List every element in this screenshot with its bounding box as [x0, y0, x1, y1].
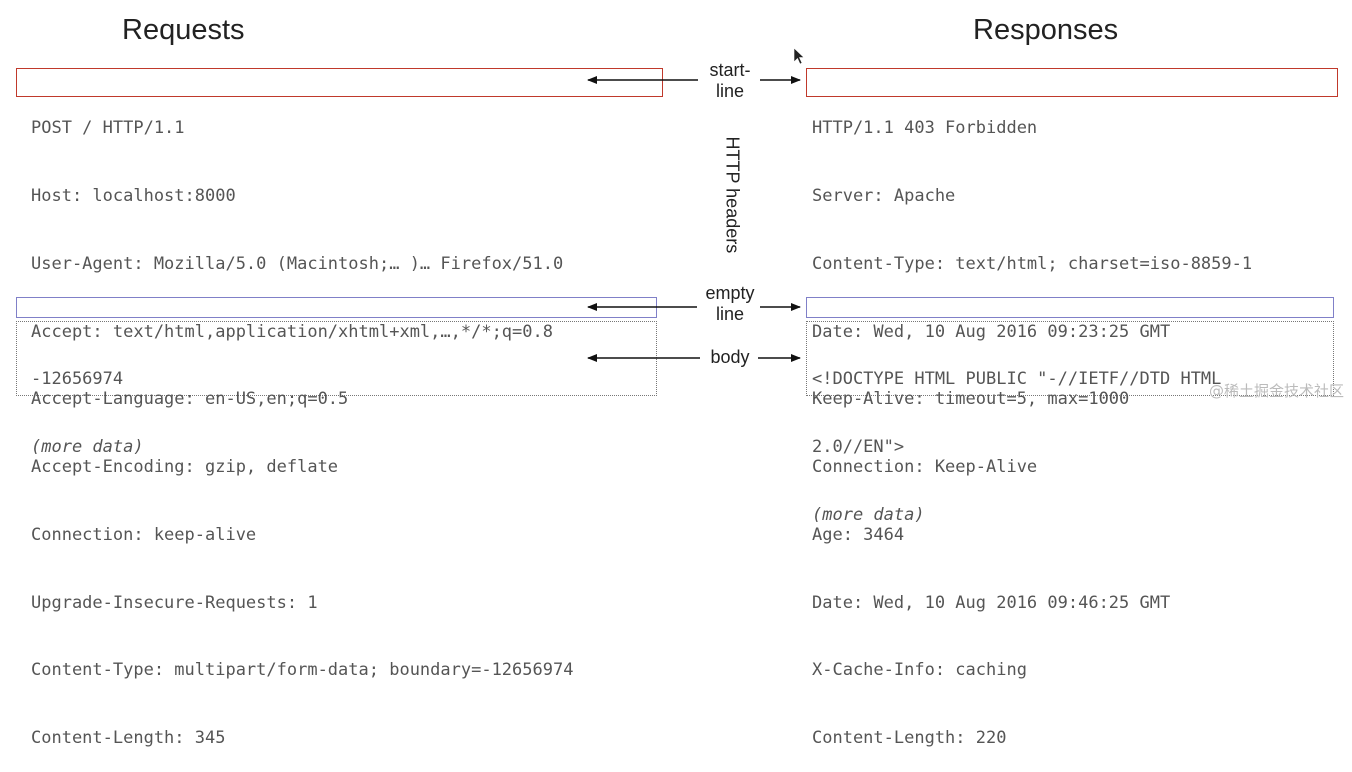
request-header: Content-Type: multipart/form-data; bound…	[31, 660, 574, 681]
response-header: Date: Wed, 10 Aug 2016 09:46:25 GMT	[812, 592, 1171, 613]
request-header: Connection: keep-alive	[31, 524, 257, 545]
responses-heading: Responses	[973, 14, 1119, 46]
watermark: @稀土掘金技术社区	[1208, 382, 1344, 400]
start-line-label-part: line	[715, 81, 745, 101]
empty-line-label-part: line	[715, 304, 745, 324]
request-header: User-Agent: Mozilla/5.0 (Macintosh;… )… …	[31, 253, 564, 274]
mouse-cursor-icon	[793, 47, 805, 65]
arrows	[587, 47, 805, 362]
empty-line-label-part: empty	[705, 283, 755, 303]
response-body-line: (more data)	[812, 504, 925, 525]
response-body-line: 2.0//EN">	[812, 436, 905, 457]
http-headers-label: HTTP headers	[722, 136, 743, 254]
empty-line-label: empty line	[700, 283, 760, 325]
request-header: Upgrade-Insecure-Requests: 1	[31, 592, 318, 613]
response-header: X-Cache-Info: caching	[812, 660, 1027, 681]
request-body-line: -12656974	[31, 369, 124, 390]
request-header: Accept-Language: en-US,en;q=0.5	[31, 389, 349, 410]
request-header: Content-Length: 345	[31, 728, 226, 749]
response-empty-line-box	[806, 297, 1334, 318]
request-header: Accept: text/html,application/xhtml+xml,…	[31, 321, 553, 342]
response-header: Keep-Alive: timeout=5, max=1000	[812, 389, 1130, 410]
response-start-line: HTTP/1.1 403 Forbidden	[812, 118, 1038, 139]
request-header: Host: localhost:8000	[31, 185, 236, 206]
response-body-line: <!DOCTYPE HTML PUBLIC "-//IETF//DTD HTML	[812, 369, 1222, 390]
response-body-box	[806, 321, 1334, 396]
response-start-line-box	[806, 68, 1338, 97]
request-start-line-box	[16, 68, 663, 97]
start-line-label-part: start-	[709, 60, 751, 80]
response-header: Date: Wed, 10 Aug 2016 09:23:25 GMT	[812, 321, 1171, 342]
request-body-line: (more data)	[31, 436, 144, 457]
request-start-line: POST / HTTP/1.1	[31, 118, 185, 139]
response-header: Content-Length: 220	[812, 728, 1007, 749]
response-header: Server: Apache	[812, 185, 956, 206]
requests-heading: Requests	[122, 14, 245, 46]
body-label: body	[710, 347, 750, 367]
start-line-label: start- line	[700, 60, 760, 102]
response-header: Content-Type: text/html; charset=iso-885…	[812, 253, 1253, 274]
